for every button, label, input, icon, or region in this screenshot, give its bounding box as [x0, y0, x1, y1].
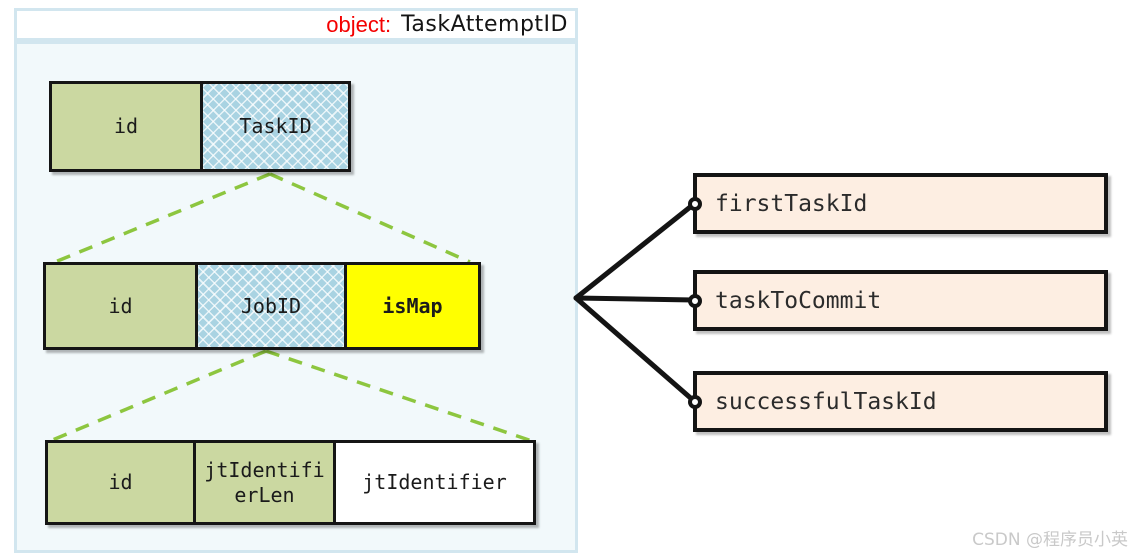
connector-circle-icon: [688, 293, 702, 308]
reference-label: taskToCommit: [715, 287, 882, 314]
reference-successfultaskid: successfulTaskId: [688, 371, 1108, 432]
field-jobid: JobID: [195, 265, 344, 347]
reference-fan-lines: [573, 201, 697, 404]
taskattemptid-row: id TaskID: [49, 81, 351, 172]
field-id: id: [52, 84, 200, 169]
connector-circle-icon: [688, 196, 702, 211]
field-ismap: isMap: [344, 265, 478, 347]
reference-tasktocommit: taskToCommit: [688, 270, 1108, 331]
watermark: CSDN @程序员小英: [972, 530, 1128, 550]
field-jtidentifierlen: jtIdentifierLen: [193, 443, 333, 522]
object-name: TaskAttemptID: [401, 11, 568, 37]
taskid-row: id JobID isMap: [43, 262, 481, 350]
reference-label: firstTaskId: [715, 190, 868, 217]
reference-label: successfulTaskId: [715, 388, 937, 415]
object-title-bar: object: TaskAttemptID: [14, 8, 578, 41]
field-id: id: [48, 443, 193, 522]
reference-firsttaskid: firstTaskId: [688, 173, 1108, 234]
jobid-row: id jtIdentifierLen jtIdentifier: [45, 440, 536, 525]
field-jtidentifier: jtIdentifier: [333, 443, 533, 522]
field-id: id: [46, 265, 195, 347]
connector-circle-icon: [688, 394, 702, 409]
field-taskid: TaskID: [200, 84, 348, 169]
object-label: object:: [326, 11, 392, 37]
